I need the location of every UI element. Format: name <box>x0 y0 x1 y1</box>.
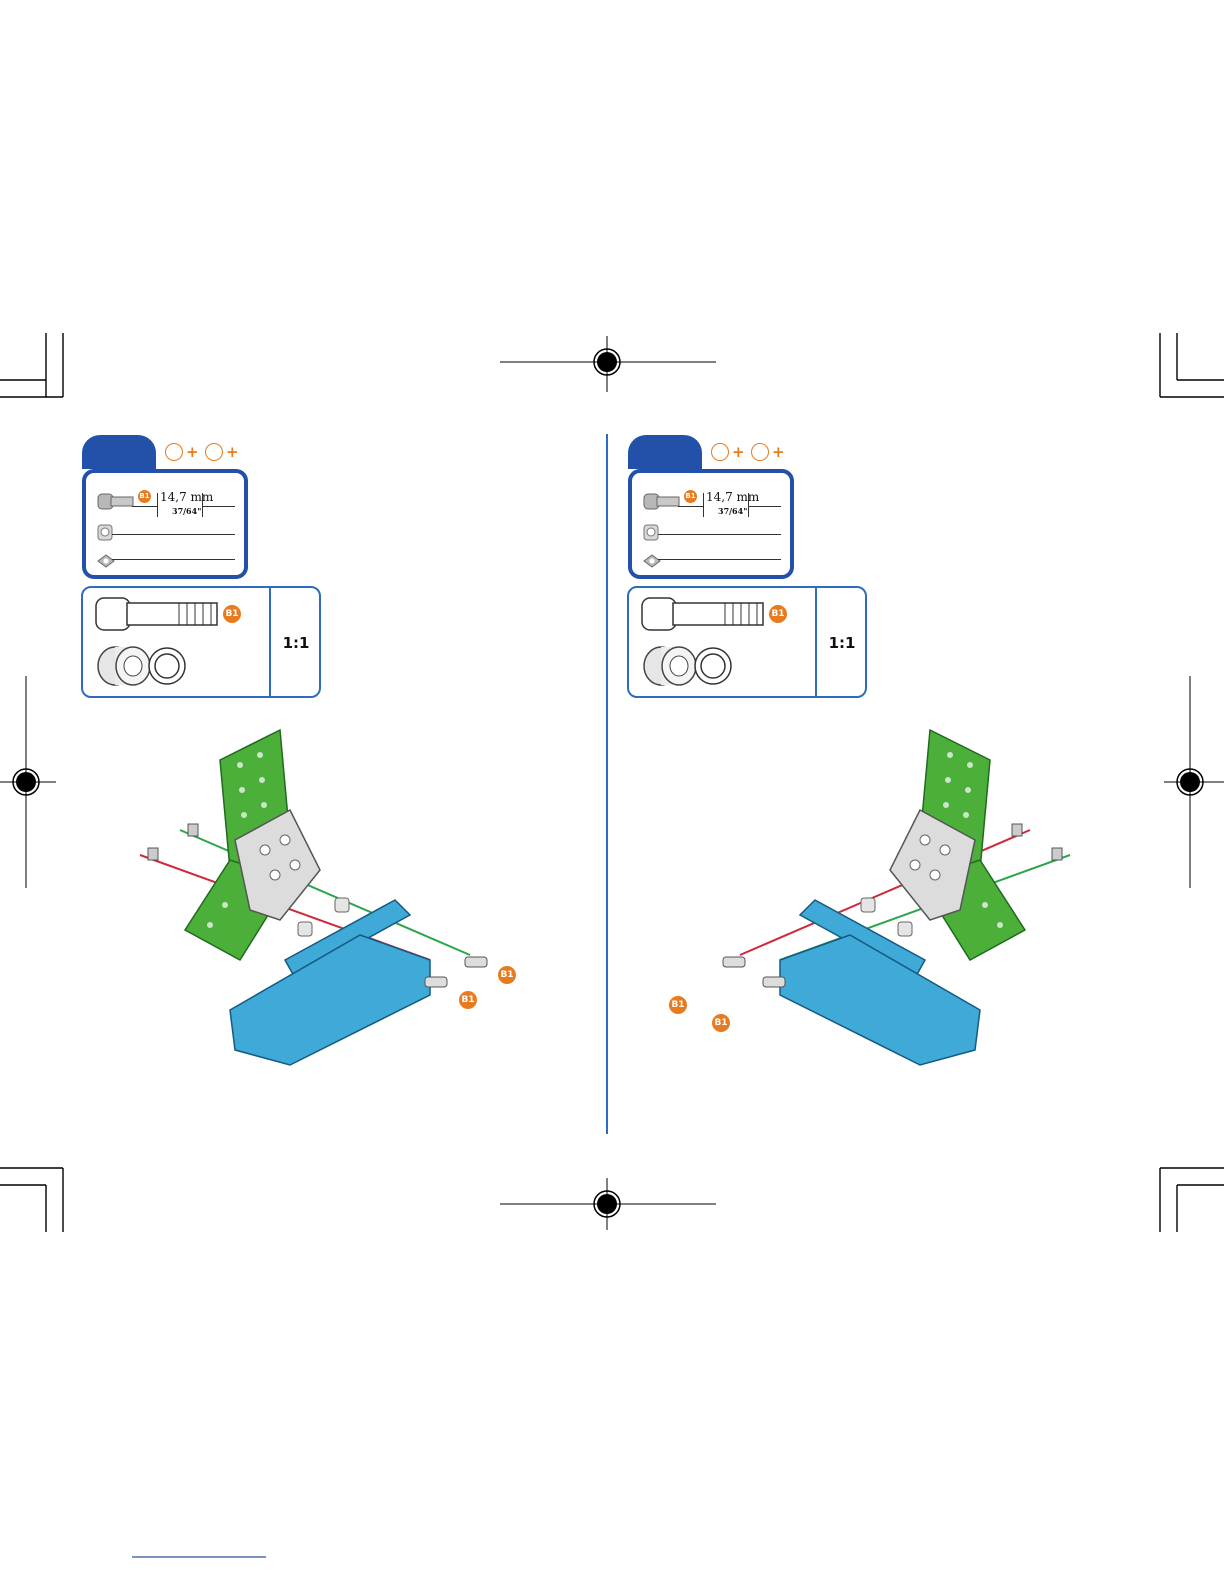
plus-sign: + <box>226 443 239 461</box>
scale-label: 1:1 <box>819 634 865 652</box>
scale-divider <box>269 588 271 696</box>
spacer-icon <box>98 525 112 540</box>
dimension-tick <box>157 493 158 517</box>
part-line <box>112 559 235 560</box>
actual-size-box: B1 1:1 <box>627 586 867 698</box>
part-line <box>748 506 781 507</box>
dimension-tick <box>202 493 203 517</box>
quantity-circle <box>165 443 183 461</box>
screw-icon <box>96 598 217 630</box>
spacer-icon <box>644 525 658 540</box>
screw-icon <box>98 494 133 509</box>
blue-base <box>230 935 430 1065</box>
callout-badge: B1 <box>459 991 477 1009</box>
nut-icon <box>98 555 114 567</box>
crop-mark-top-left <box>0 333 63 397</box>
assembly-illustration <box>670 720 1080 1080</box>
scale-label: 1:1 <box>273 634 319 652</box>
part-line <box>678 506 704 507</box>
part-badge: B1 <box>769 605 787 623</box>
registration-target-bottom <box>500 1178 716 1230</box>
part-badge: B1 <box>223 605 241 623</box>
quantity-circle <box>751 443 769 461</box>
callout-badge: B1 <box>712 1014 730 1032</box>
crop-mark-top-right <box>1160 333 1224 397</box>
length-inch: 37/64" <box>718 506 747 516</box>
part-line <box>132 506 158 507</box>
actual-size-parts <box>83 588 269 698</box>
screw-icon <box>644 494 679 509</box>
spacer-icon <box>98 647 150 685</box>
registration-target-top <box>500 336 716 392</box>
blue-base <box>780 935 980 1065</box>
length-mm: 14,7 mm <box>160 490 213 504</box>
plus-sign: + <box>732 443 745 461</box>
crop-mark-bottom-right <box>1160 1168 1224 1232</box>
part-line <box>658 534 781 535</box>
registration-target-right <box>1164 676 1224 888</box>
registration-target-left <box>0 676 56 888</box>
plus-sign: + <box>186 443 199 461</box>
parts-list-box: B1 14,7 mm 37/64" <box>628 469 794 579</box>
callout-badge: B1 <box>498 966 516 984</box>
dimension-tick <box>748 493 749 517</box>
crop-mark-bottom-left <box>0 1168 63 1232</box>
spacer-icon <box>644 647 696 685</box>
dimension-tick <box>703 493 704 517</box>
part-line <box>202 506 235 507</box>
step-number-tab <box>628 435 702 469</box>
length-inch: 37/64" <box>172 506 201 516</box>
actual-size-box: B1 1:1 <box>81 586 321 698</box>
washer-icon <box>695 648 731 684</box>
part-badge: B1 <box>684 490 697 503</box>
nut-icon <box>644 555 660 567</box>
plus-sign: + <box>772 443 785 461</box>
length-mm: 14,7 mm <box>706 490 759 504</box>
screw-icon <box>642 598 763 630</box>
part-line <box>112 534 235 535</box>
parts-list-box: B1 14,7 mm 37/64" <box>82 469 248 579</box>
quantity-circle <box>711 443 729 461</box>
quantity-circle <box>205 443 223 461</box>
actual-size-parts <box>629 588 815 698</box>
washer-icon <box>149 648 185 684</box>
screw-icon <box>425 957 487 987</box>
step-number-tab <box>82 435 156 469</box>
scale-divider <box>815 588 817 696</box>
callout-badge: B1 <box>669 996 687 1014</box>
screw-icon <box>723 957 785 987</box>
part-line <box>658 559 781 560</box>
assembly-illustration <box>130 720 540 1080</box>
part-badge: B1 <box>138 490 151 503</box>
